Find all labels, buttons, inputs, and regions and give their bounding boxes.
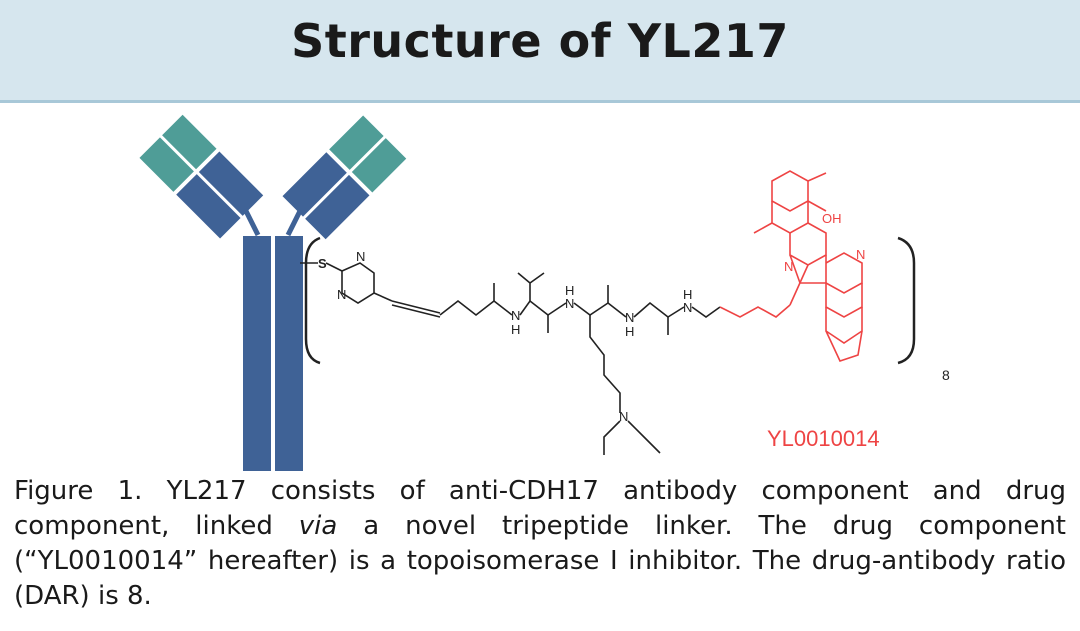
amine-n: N <box>619 409 628 424</box>
linker-structure <box>300 262 721 455</box>
antibody-icon <box>139 114 407 471</box>
antibody-left-fab-b <box>198 151 264 216</box>
antibody-left-fab-tip-a <box>139 137 194 192</box>
ring-n-a: N <box>784 259 793 274</box>
valine-h: H <box>511 322 520 337</box>
glycine-nh: N <box>625 310 634 325</box>
glycine-h: H <box>625 324 634 339</box>
antibody-fc-right <box>275 236 303 471</box>
pyrimidine-n-bottom: N <box>337 287 346 302</box>
hydroxyl-group: OH <box>822 211 842 226</box>
right-bracket <box>897 236 916 365</box>
caption-text-part-2: a novel tripeptide linker. The drug comp… <box>14 511 1067 611</box>
antibody-right-fab-a <box>282 152 347 217</box>
antibody-left-fab-tip-b <box>162 114 217 170</box>
lysine-h: H <box>565 283 574 298</box>
antibody-right-fab-b <box>305 174 370 240</box>
page-title: Structure of YL217 <box>291 14 789 68</box>
sulfur-atom: S <box>318 256 327 271</box>
caption-text-part-1: Figure 1. YL217 consists of anti-CDH17 a… <box>14 476 1066 541</box>
antibody-right-fab-tip-a <box>329 115 384 170</box>
pyrimidine-n-top: N <box>356 249 365 264</box>
drug-payload-structure <box>719 170 863 362</box>
dar-subscript: 8 <box>942 367 950 383</box>
glycine-h2: H <box>683 287 692 302</box>
lysine-nh: N <box>565 296 574 311</box>
caption-italic-via: via <box>298 511 338 541</box>
ring-n-b: N <box>856 247 865 262</box>
antibody-left-fab-a <box>176 174 241 239</box>
valine-nh: N <box>511 308 520 323</box>
figure-caption: Figure 1. YL217 consists of anti-CDH17 a… <box>14 474 1066 614</box>
drug-label: YL0010014 <box>767 426 880 451</box>
antibody-fc-left <box>243 236 271 471</box>
title-bar: Structure of YL217 <box>0 0 1080 103</box>
left-bracket <box>304 236 321 365</box>
glycine-nh2: N <box>683 300 692 315</box>
yl217-structure-diagram: 8 <box>139 114 950 471</box>
antibody-right-fab-tip-b <box>351 138 407 193</box>
